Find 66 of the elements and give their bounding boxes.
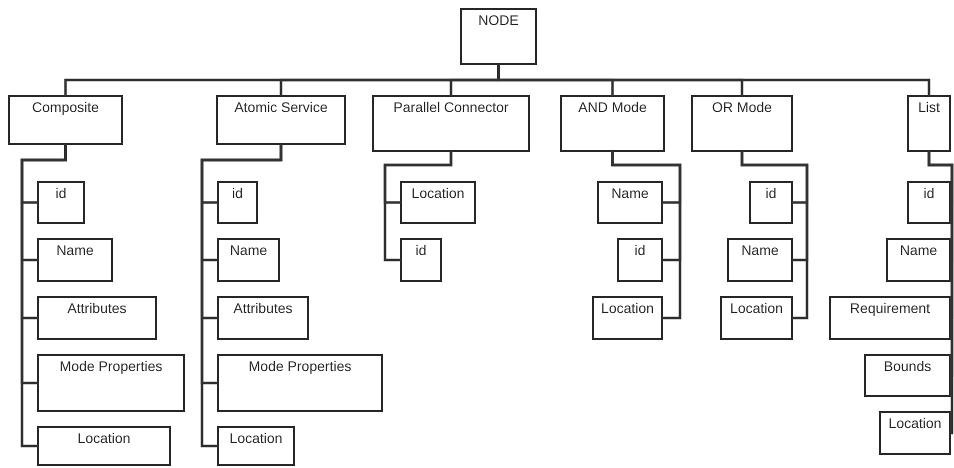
node-box xyxy=(560,95,665,152)
node-box xyxy=(879,411,951,455)
box-label: id xyxy=(54,184,68,201)
node-box xyxy=(217,426,295,466)
node-box xyxy=(749,181,793,224)
box-label: List xyxy=(917,98,941,115)
node-box xyxy=(400,181,476,224)
box-label: Location xyxy=(76,429,132,446)
node-box xyxy=(720,296,793,340)
node-box xyxy=(400,238,442,282)
node-box xyxy=(592,296,663,340)
box-label: Location xyxy=(410,184,466,201)
node-box xyxy=(864,354,951,397)
node-box xyxy=(37,296,157,340)
node-box xyxy=(37,354,185,412)
node-box xyxy=(37,426,171,466)
box-label: id xyxy=(414,241,428,258)
box-label: AND Mode xyxy=(577,98,648,115)
node-box xyxy=(217,181,258,224)
connector-line xyxy=(200,145,282,448)
box-label: Attributes xyxy=(232,299,294,316)
box-label: Bounds xyxy=(882,357,932,374)
box-label: Location xyxy=(729,299,784,316)
box-label: NODE xyxy=(477,11,520,28)
node-box xyxy=(217,354,383,412)
node-box xyxy=(691,95,793,152)
box-label: id xyxy=(764,184,778,201)
node-box xyxy=(597,181,663,224)
connector-line xyxy=(740,152,808,320)
box-label: Name xyxy=(228,241,268,258)
node-box xyxy=(727,238,793,282)
box-label: id xyxy=(922,184,936,201)
node-box xyxy=(37,238,113,282)
box-label: Location xyxy=(888,414,942,431)
node-box xyxy=(217,238,280,282)
box-label: Mode Properties xyxy=(248,357,352,374)
node-box xyxy=(907,181,951,224)
box-label: Requirement xyxy=(848,299,932,316)
box-label: Mode Properties xyxy=(58,357,164,374)
node-box xyxy=(886,238,951,282)
box-label: Name xyxy=(610,184,650,201)
box-label: Atomic Service xyxy=(233,98,329,115)
node-box xyxy=(8,95,123,145)
box-label: Location xyxy=(600,299,655,316)
box-label: Name xyxy=(898,241,938,258)
node-box xyxy=(829,296,951,340)
node-box xyxy=(37,181,85,224)
node-box xyxy=(216,95,346,145)
connector-line xyxy=(20,145,67,448)
box-label: Location xyxy=(228,429,284,446)
node-box xyxy=(907,95,951,152)
node-box xyxy=(372,95,530,152)
connector-line xyxy=(611,152,682,320)
box-label: id xyxy=(634,241,646,258)
box-label: Name xyxy=(740,241,780,258)
box-label: Name xyxy=(55,241,95,258)
box-label: OR Mode xyxy=(711,98,773,115)
connector-line xyxy=(928,152,954,434)
connector-line xyxy=(384,152,452,262)
node-box xyxy=(460,8,537,65)
box-label: Parallel Connector xyxy=(392,98,510,115)
box-label: Composite xyxy=(31,98,100,115)
box-label: Attributes xyxy=(66,299,128,316)
box-label: id xyxy=(231,184,244,201)
node-box xyxy=(617,238,663,282)
node-box xyxy=(217,296,309,340)
